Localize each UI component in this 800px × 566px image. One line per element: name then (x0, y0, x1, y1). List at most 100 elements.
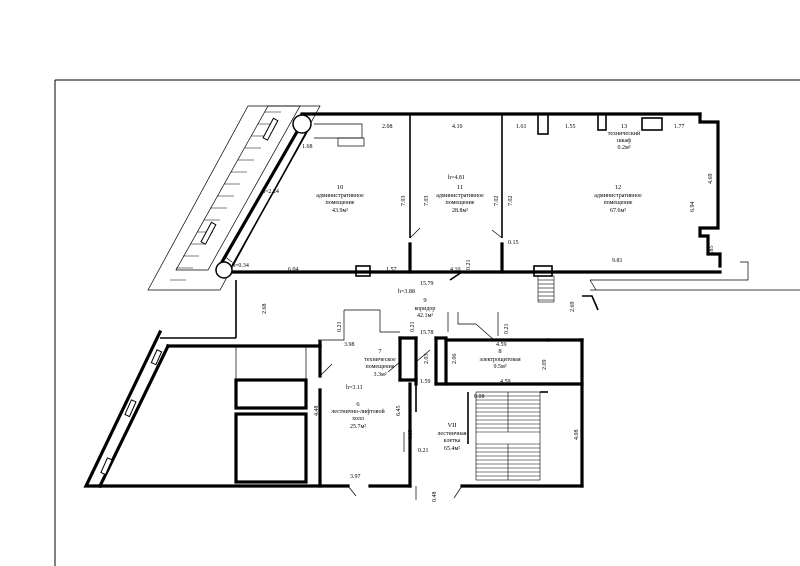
height-label: h=4.81 (448, 175, 465, 181)
middle-partitions (318, 271, 584, 488)
svg-text:помещение: помещение (604, 200, 633, 206)
svg-text:VII: VII (447, 422, 456, 429)
svg-text:шкаф: шкаф (617, 137, 631, 144)
dimension-label: 2.06 (452, 354, 458, 365)
dimension-label: 8.08 (474, 394, 485, 400)
dimension-label: 4.69 (708, 174, 714, 185)
dimension-label: 15.79 (420, 281, 434, 287)
height-label: h=3.88 (398, 289, 415, 295)
room-10-label: 10 административное помещение 43.9м² (316, 184, 364, 214)
external-walls (83, 112, 722, 489)
svg-text:техническое: техническое (364, 357, 396, 363)
svg-text:42.1м²: 42.1м² (417, 313, 433, 319)
svg-text:лестнично-лифтовой: лестнично-лифтовой (331, 408, 385, 415)
svg-text:43.9м²: 43.9м² (332, 208, 348, 214)
room-8-label: 8 электрощитовая 9.5м² (479, 348, 520, 370)
svg-text:технический: технический (608, 130, 641, 137)
svg-text:6: 6 (356, 401, 360, 408)
svg-text:65.4м²: 65.4м² (444, 446, 460, 452)
dimension-label: 1.55 (565, 124, 576, 130)
height-labels: h=2.24 h=4.81 h=3.88 h=3.11 h=0.34 (232, 175, 465, 391)
dimension-label: 3.98 (344, 342, 355, 348)
height-label: h=3.11 (346, 385, 363, 391)
svg-text:помещение: помещение (326, 200, 355, 206)
dimension-label: 1.57 (386, 267, 397, 273)
height-label: h=0.34 (232, 263, 249, 269)
dimension-label: 4.10 (450, 267, 461, 273)
dimension-label: 0.21 (410, 322, 416, 333)
dimension-label: 4.10 (452, 124, 463, 130)
room-labels: 10 административное помещение 43.9м² 11 … (316, 123, 642, 452)
dimension-label: 7.03 (424, 196, 430, 207)
dimension-label: 6.94 (690, 202, 696, 213)
sheet-frame (54, 79, 800, 566)
dimension-label: 1.85 (709, 246, 715, 257)
main-staircase (467, 275, 555, 481)
dimension-label: 2.03 (424, 354, 430, 365)
upper-partitions (215, 113, 663, 279)
height-label: h=2.24 (262, 189, 279, 195)
dimension-label: 2.68 (262, 304, 268, 315)
dimension-label: 1.61 (516, 124, 527, 130)
svg-text:электрощитовая: электрощитовая (479, 357, 520, 363)
svg-text:коридор: коридор (415, 306, 436, 312)
room-13-label: 13 технический шкаф 0.2м² (608, 123, 641, 151)
svg-text:административное: административное (316, 193, 364, 199)
dimension-label: 7.03 (401, 196, 407, 207)
dimension-label: 9.81 (612, 258, 623, 264)
dimension-label: 4.59 (496, 342, 507, 348)
svg-text:холл: холл (352, 416, 364, 422)
dimension-label: 7.02 (494, 196, 500, 207)
svg-text:3.3м²: 3.3м² (373, 372, 386, 378)
angled-wall-hatching (147, 105, 321, 291)
svg-text:7: 7 (378, 348, 382, 355)
svg-text:помещение: помещение (446, 200, 475, 206)
room-12-label: 12 административное помещение 67.6м² (594, 184, 642, 214)
dimension-label: 3.97 (350, 474, 361, 480)
svg-text:10: 10 (337, 184, 344, 191)
dimension-labels: 2.08 4.10 1.61 1.55 1.77 1.68 7.03 7.03 … (262, 124, 715, 502)
room-6-label: 6 лестнично-лифтовой холл 25.7м² (331, 401, 385, 430)
dimension-label: 0.21 (504, 324, 510, 335)
room-vii-label: VII лестничная клетка 65.4м² (437, 422, 466, 452)
dimension-label: 6.04 (288, 267, 299, 273)
svg-text:67.6м²: 67.6м² (610, 208, 626, 214)
svg-text:клетка: клетка (444, 438, 461, 444)
svg-text:лестничная: лестничная (437, 431, 466, 437)
dimension-label: 4.08 (574, 430, 580, 441)
terrace-outline (589, 261, 800, 291)
dimension-label: 15.78 (420, 330, 434, 336)
svg-text:28.8м²: 28.8м² (452, 208, 468, 214)
elevator-shafts (234, 346, 308, 484)
dimension-label: 7.02 (508, 196, 514, 207)
svg-text:9.5м²: 9.5м² (493, 364, 506, 370)
dimension-label: 6.45 (396, 406, 402, 417)
svg-text:13: 13 (621, 123, 628, 130)
svg-text:25.7м²: 25.7м² (350, 424, 366, 430)
svg-text:помещение: помещение (366, 364, 395, 370)
dimension-label: 0.48 (432, 492, 438, 503)
dimension-label: 4.10 (408, 430, 414, 441)
svg-text:12: 12 (615, 184, 622, 191)
dimension-label: 0.21 (466, 260, 472, 271)
dimension-label: 1.68 (302, 144, 313, 150)
dimension-label: 1.77 (674, 124, 685, 130)
room-9-label: 9 коридор 42.1м² (415, 297, 436, 319)
svg-text:административное: административное (436, 193, 484, 199)
dimension-label: 2.08 (382, 124, 393, 130)
room-7-label: 7 техническое помещение 3.3м² (364, 348, 396, 378)
room-11-label: 11 административное помещение 28.8м² (436, 184, 484, 214)
dimension-label: 4.48 (314, 406, 320, 417)
dimension-label: 0.15 (508, 240, 519, 246)
door-swings (223, 255, 463, 500)
dimension-label: 4.59 (500, 379, 511, 385)
svg-text:8: 8 (498, 348, 501, 355)
dimension-label: 2.69 (570, 302, 576, 313)
dimension-label: 2.09 (542, 360, 548, 371)
dimension-label: 0.21 (337, 322, 343, 333)
svg-text:административное: административное (594, 193, 642, 199)
svg-text:9: 9 (423, 297, 426, 304)
svg-text:0.2м²: 0.2м² (617, 145, 630, 151)
dimension-label: 0.21 (418, 448, 429, 454)
